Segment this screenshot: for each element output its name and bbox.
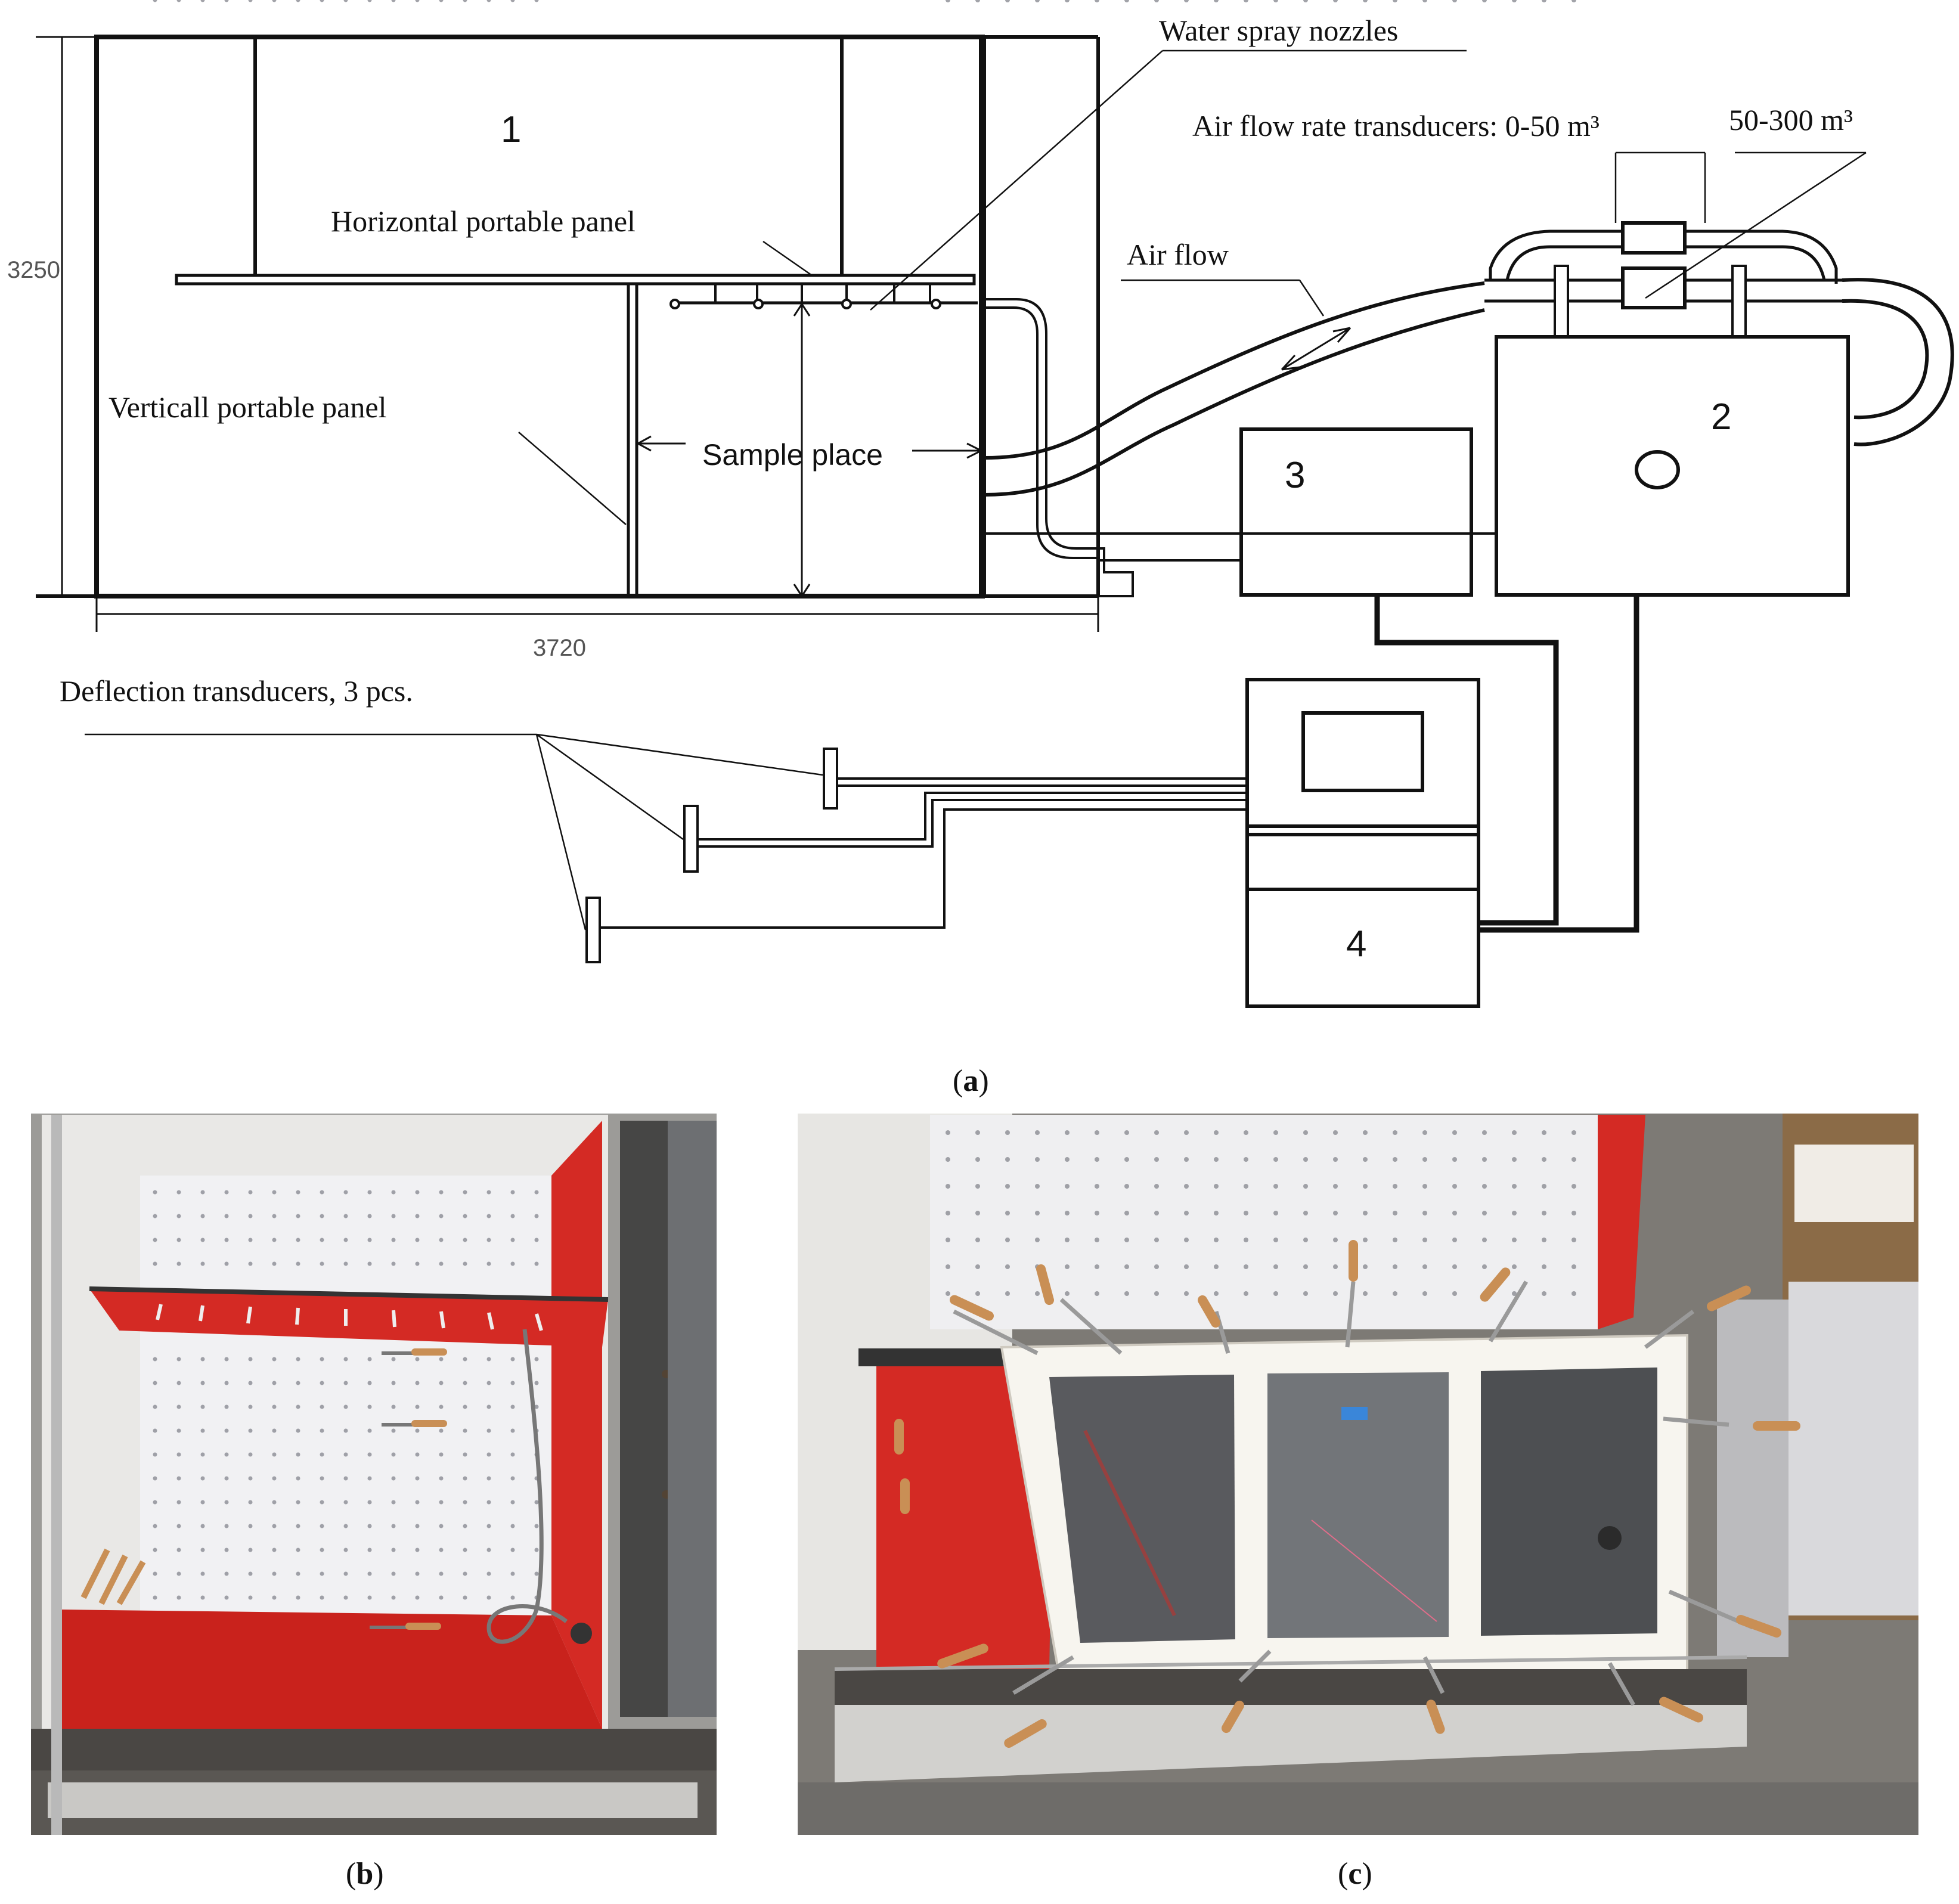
svg-text:(c): (c) (1338, 1857, 1372, 1891)
controller-screen (1301, 711, 1424, 792)
air-duct (984, 281, 1485, 460)
water-spray-nozzles-label: Water spray nozzles (1159, 14, 1398, 47)
unit-4-controller (1245, 678, 1480, 1008)
schematic-labels: 1 2 3 4 Water spray nozzles Air flow rat… (7, 14, 1853, 965)
water-pipe (982, 298, 1134, 597)
chamber-outline (94, 35, 985, 599)
caption-c: (c) (1338, 1857, 1372, 1891)
vertical-panel-label: Verticall portable panel (109, 390, 386, 424)
height-dimension-label: 3250 (7, 257, 60, 283)
unit-3 (1239, 427, 1473, 597)
cable-3-to-4 (1374, 595, 1559, 926)
base-tray-c (835, 1669, 1747, 1705)
air-flow-label: Air flow (1127, 238, 1229, 271)
schematic-diagram (36, 35, 1954, 1008)
water-spray-nozzles (669, 284, 941, 309)
horizontal-panel-photo (89, 1289, 608, 1347)
red-right-wall (551, 1121, 602, 1729)
cable-2-to-4 (1478, 595, 1639, 933)
caption-b: (b) (346, 1857, 384, 1891)
base-tray (31, 1729, 717, 1770)
vertical-panel-leader (518, 432, 627, 525)
unit-2-port (1635, 450, 1680, 489)
nozzle-leader (870, 50, 1163, 311)
width-dimension-label: 3720 (533, 635, 586, 661)
red-floor (60, 1610, 602, 1729)
deflection-transducers-label: Deflection transducers, 3 pcs. (60, 674, 413, 708)
photo-c-window-sample (798, 0, 1918, 1835)
flow-transducer-50-300 (1621, 266, 1687, 309)
deflection-transducer-3 (585, 897, 601, 963)
flow-transducer-0-50 (1621, 221, 1687, 255)
horizontal-portable-panel (175, 274, 976, 286)
deflection-transducer-1 (823, 748, 838, 810)
unit-label-2: 2 (1711, 396, 1731, 438)
vertical-portable-panel (627, 282, 638, 598)
unit-label-4: 4 (1346, 923, 1366, 965)
photo-b-empty-chamber (31, 0, 717, 1835)
air-flow-arrow (1281, 327, 1352, 371)
window-pane-left (1049, 1375, 1235, 1643)
return-duct (1842, 278, 1954, 446)
pegboard-back-wall (140, 1176, 551, 1617)
sample-place-label: Sample place (702, 438, 883, 472)
horizontal-panel-leader (762, 240, 813, 277)
caption-a: (a) (953, 1064, 989, 1098)
flow-transducers-label: Air flow rate transducers: 0-50 m³ (1192, 109, 1600, 142)
svg-text:(a): (a) (953, 1064, 989, 1098)
unit-label-1: 1 (501, 109, 521, 150)
horizontal-panel-label: Horizontal portable panel (331, 204, 636, 238)
pegboard-wall-c (930, 1115, 1598, 1329)
window-pane-right (1481, 1367, 1657, 1636)
flow-range-high-label: 50-300 m³ (1729, 103, 1853, 137)
unit-label-3: 3 (1285, 455, 1305, 496)
unit-2-fan (1495, 335, 1850, 597)
deflection-transducer-2 (683, 805, 699, 873)
window-pane-middle (1267, 1372, 1449, 1638)
svg-text:(b): (b) (346, 1857, 384, 1891)
